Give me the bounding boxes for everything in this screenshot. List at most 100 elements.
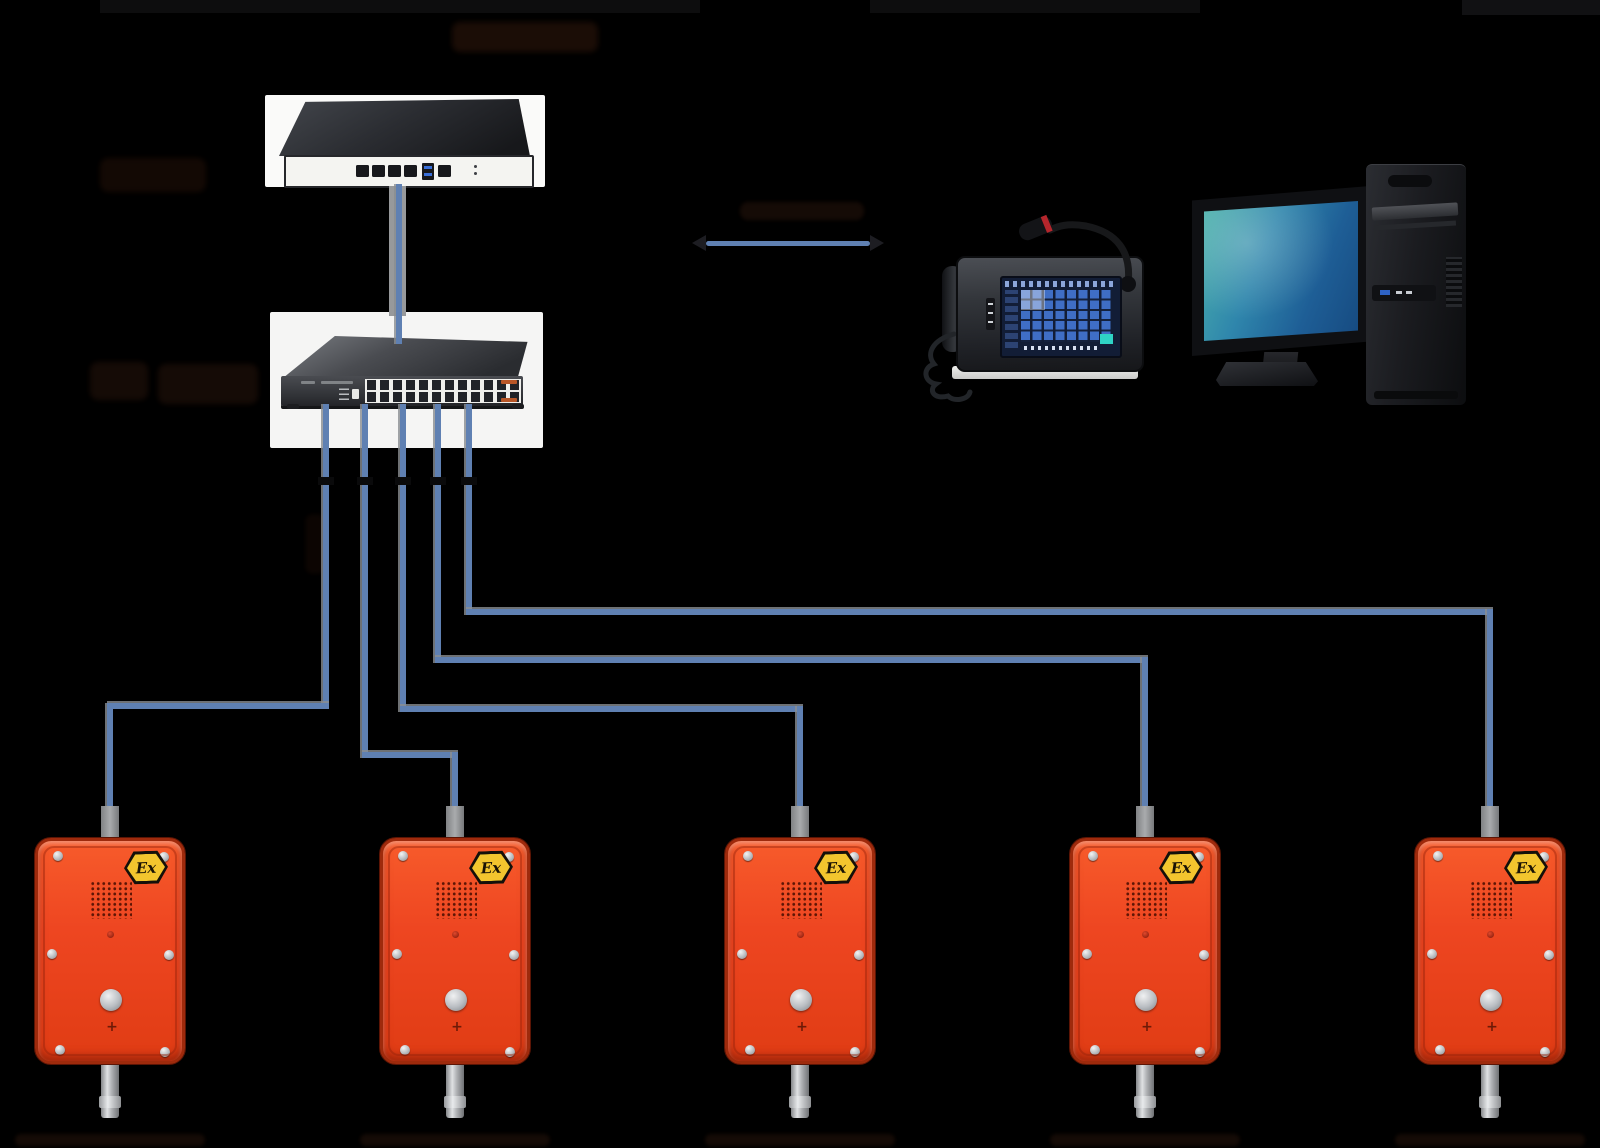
console-touchscreen	[1000, 276, 1122, 358]
cross-mark: +	[1141, 1019, 1153, 1035]
screw	[160, 1047, 170, 1057]
ex-badge: Ex	[813, 850, 858, 885]
screw	[743, 851, 753, 861]
ex-badge-label: Ex	[135, 858, 157, 877]
cable-tick-mark	[461, 477, 477, 485]
server-front-panel	[284, 155, 534, 188]
gooseneck-microphone	[1019, 214, 1136, 292]
screw	[1195, 1047, 1205, 1057]
link-arrow-line	[706, 241, 870, 246]
mounting-stem	[446, 806, 464, 844]
ex-badge: Ex	[123, 850, 168, 885]
cable-drop-2	[362, 404, 368, 758]
cable-drop-4	[435, 404, 441, 663]
cable-run-5	[466, 609, 1493, 615]
screw	[400, 1045, 410, 1055]
screw	[1199, 950, 1209, 960]
switch-port-label	[501, 398, 517, 402]
switch-foot	[287, 404, 299, 409]
pc-tower	[1366, 164, 1466, 405]
cable-gland	[99, 1062, 121, 1118]
screw	[1433, 851, 1443, 861]
screw	[164, 950, 174, 960]
ex-telephone-2: Ex +	[380, 806, 530, 1126]
indicator-led	[1487, 931, 1494, 938]
cable-run-1	[107, 703, 329, 709]
front-port	[1406, 291, 1412, 294]
ex-badge-label: Ex	[480, 858, 502, 877]
cable-run-3	[400, 706, 803, 712]
faint-caption-smudge	[360, 1134, 550, 1146]
faint-label-smudge	[740, 202, 864, 220]
cable-tick-mark	[318, 477, 334, 485]
speaker-grille	[780, 881, 822, 919]
screen-extension-grid	[1021, 290, 1113, 342]
arrowhead-left	[692, 235, 706, 251]
faint-caption-smudge	[15, 1134, 205, 1146]
screw	[1090, 1045, 1100, 1055]
ex-telephone-5: Ex +	[1415, 806, 1565, 1126]
screw	[1540, 1047, 1550, 1057]
screw	[505, 1047, 515, 1057]
ex-telephone-1: Ex +	[35, 806, 185, 1126]
cable-gland	[1134, 1062, 1156, 1118]
tower-foot	[1374, 391, 1458, 399]
screw	[745, 1045, 755, 1055]
screen-menu-column	[1005, 290, 1018, 348]
cable-to-phone-5	[1487, 609, 1493, 842]
telephone-body: Ex +	[1070, 838, 1220, 1064]
ex-badge: Ex	[1503, 850, 1548, 885]
faint-top-bar	[100, 0, 700, 13]
cable-server-to-switch	[396, 184, 402, 344]
speaker-grille	[435, 881, 477, 919]
telephone-body: Ex +	[380, 838, 530, 1064]
telephone-body: Ex +	[35, 838, 185, 1064]
screw	[850, 1047, 860, 1057]
screw	[1544, 950, 1554, 960]
switch-front-panel	[281, 376, 523, 406]
ex-telephone-4: Ex +	[1070, 806, 1220, 1126]
telephone-body: Ex +	[725, 838, 875, 1064]
switch-foot	[512, 404, 524, 409]
faint-top-bar	[870, 0, 1200, 13]
front-port	[1396, 291, 1402, 294]
switch-port-label	[501, 380, 517, 384]
switch-port-field	[365, 379, 521, 403]
ex-badge-label: Ex	[1515, 858, 1537, 877]
ex-telephone-3: Ex +	[725, 806, 875, 1126]
ex-badge-label: Ex	[1170, 858, 1192, 877]
speaker-grille	[1470, 881, 1512, 919]
switch-brand-text	[301, 381, 315, 384]
mounting-stem	[791, 806, 809, 844]
call-button	[445, 989, 467, 1011]
faint-label-smudge	[100, 158, 206, 192]
drive-bay-slot	[1373, 220, 1457, 231]
switch-reset-button	[352, 389, 359, 399]
faint-label-smudge	[158, 364, 258, 404]
cross-mark: +	[796, 1019, 808, 1035]
ex-badge: Ex	[1158, 850, 1203, 885]
console-side-buttons	[986, 298, 995, 330]
server-chassis-top	[279, 99, 530, 156]
ethernet-port	[388, 165, 401, 177]
monitor-screen	[1204, 201, 1358, 341]
screw	[737, 949, 747, 959]
screw	[1082, 949, 1092, 959]
screw	[392, 949, 402, 959]
speaker-grille	[1125, 881, 1167, 919]
cable-run-4	[435, 657, 1148, 663]
screen-status-row	[1005, 281, 1115, 287]
tower-top-vent	[1388, 175, 1432, 187]
ex-badge: Ex	[468, 850, 513, 885]
cable-tick-mark	[430, 477, 446, 485]
cable-tick-mark	[357, 477, 373, 485]
ex-badge-label: Ex	[825, 858, 847, 877]
mic-joint	[1120, 276, 1136, 292]
cable-drop-3	[400, 404, 406, 712]
ethernet-port	[404, 165, 417, 177]
screw	[1435, 1045, 1445, 1055]
status-led	[474, 172, 477, 175]
cross-mark: +	[106, 1019, 118, 1035]
faint-label-smudge	[90, 362, 148, 400]
status-led	[474, 165, 477, 168]
